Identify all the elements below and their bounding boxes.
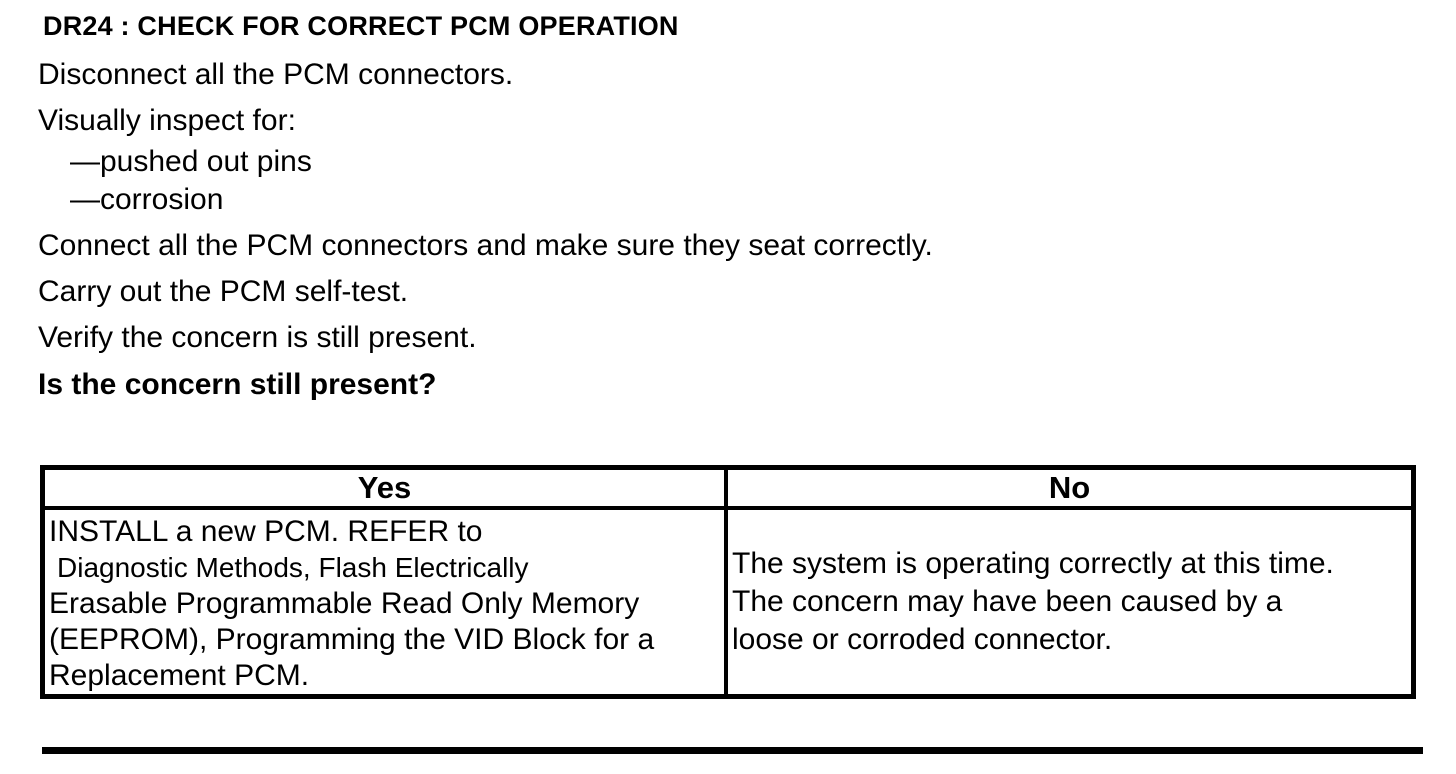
yes-action-line: INSTALL a new PCM. REFER to — [49, 515, 483, 548]
decision-table-header: Yes No — [40, 465, 1416, 510]
yes-action-cell: INSTALL a new PCM. REFER to Diagnostic M… — [40, 506, 728, 699]
step-pcm-self-test: Carry out the PCM self-test. — [38, 275, 409, 308]
header-row: Yes No — [40, 465, 1416, 510]
step-visually-inspect: Visually inspect for: — [38, 104, 296, 137]
decision-table-body: INSTALL a new PCM. REFER to Diagnostic M… — [40, 506, 1416, 699]
no-action-cell: The system is operating correctly at thi… — [724, 506, 1416, 699]
yes-action-line-reference: Diagnostic Methods, Flash Electrically — [57, 552, 529, 583]
no-action-line: The system is operating correctly at thi… — [732, 547, 1334, 580]
yes-action-line: Replacement PCM. — [49, 659, 310, 692]
step-verify-concern: Verify the concern is still present. — [38, 321, 477, 354]
column-header-no: No — [724, 465, 1416, 510]
yes-action-line: (EEPROM), Programming the VID Block for … — [49, 623, 655, 656]
yes-action-line: Erasable Programmable Read Only Memory — [49, 587, 640, 620]
diagnostic-procedure-page: DR24 : CHECK FOR CORRECT PCM OPERATION D… — [38, 11, 1423, 754]
action-row: INSTALL a new PCM. REFER to Diagnostic M… — [40, 506, 1416, 699]
step-connect-connectors: Connect all the PCM connectors and make … — [38, 229, 933, 262]
column-header-yes: Yes — [40, 465, 728, 510]
inspect-item-pushed-out-pins: —pushed out pins — [70, 145, 312, 178]
decision-table: Yes No INSTALL a new PCM. REFER to Diagn… — [40, 465, 1416, 699]
inspect-item-corrosion: —corrosion — [70, 183, 224, 216]
no-action-line: The concern may have been caused by a — [732, 585, 1283, 618]
no-action-line: loose or corroded connector. — [732, 623, 1113, 656]
procedure-title: DR24 : CHECK FOR CORRECT PCM OPERATION — [43, 11, 679, 41]
page-bottom-rule — [42, 747, 1423, 754]
decision-question: Is the concern still present? — [38, 368, 437, 401]
step-disconnect-connectors: Disconnect all the PCM connectors. — [38, 58, 514, 91]
